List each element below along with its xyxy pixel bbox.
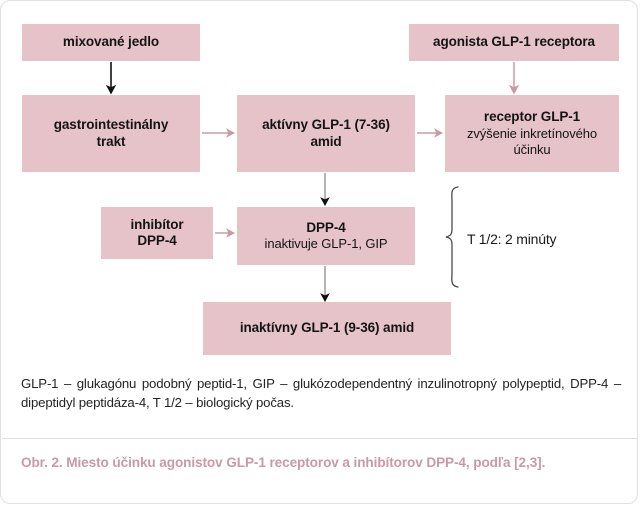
node-dpp4-subtitle: inaktivuje GLP-1, GIP [264,236,388,252]
node-glp1-receptor: receptor GLP-1 zvýšenie inkretínového úč… [445,95,619,172]
node-mixed-meal: mixované jedlo [22,24,200,61]
node-mixed-meal-label: mixované jedlo [62,34,160,50]
half-life-annotation: T 1/2: 2 minúty [467,231,557,247]
abbreviations-note: GLP-1 – glukagónu podobný peptid-1, GIP … [21,376,621,410]
figure-caption: Obr. 2. Miesto účinku agonistov GLP-1 re… [21,455,546,470]
caption-divider [2,438,637,439]
node-dpp4-title: DPP-4 [306,219,346,235]
node-dpp4: DPP-4 inaktivuje GLP-1, GIP [237,207,415,265]
node-active-glp1: aktívny GLP-1 (7-36) amid [237,95,415,172]
node-glp1-receptor-line1: zvýšenie inkretínového [466,125,598,141]
node-dpp4-inhibitor: inhibítor DPP-4 [101,207,213,259]
node-gi-tract-label-line1: gastrointestinálny [53,117,169,133]
node-gi-tract: gastrointestinálny trakt [22,95,200,172]
node-active-glp1-label-line2: amid [310,133,342,149]
node-glp1-receptor-title: receptor GLP-1 [483,109,581,125]
node-inactive-glp1: inaktívny GLP-1 (9-36) amid [203,302,451,355]
node-glp1-receptor-line2: účinku [513,141,551,157]
node-active-glp1-label-line1: aktívny GLP-1 (7-36) [262,117,390,133]
node-dpp4-inhibitor-line2: DPP-4 [137,233,177,248]
node-glp1-agonist: agonista GLP-1 receptora [409,24,619,61]
node-dpp4-inhibitor-line1: inhibítor [130,216,184,232]
node-glp1-agonist-label: agonista GLP-1 receptora [433,34,595,50]
flow-diagram: mixované jedlo gastrointestinálny trakt … [1,1,637,373]
half-life-brace [445,186,459,288]
node-inactive-glp1-label: inaktívny GLP-1 (9-36) amid [239,320,415,336]
node-gi-tract-label-line2: trakt [96,133,126,149]
